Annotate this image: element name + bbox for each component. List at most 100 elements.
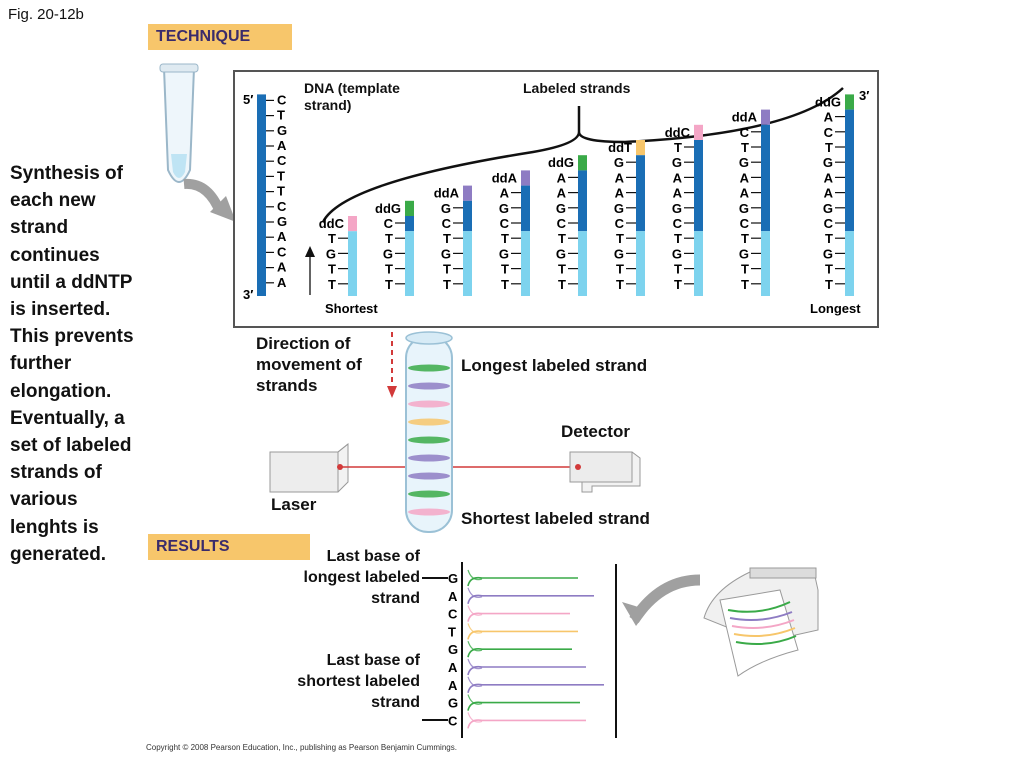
strand-base: A [740, 170, 750, 185]
peak-shoulder [467, 605, 483, 616]
strand-base: C [557, 216, 567, 231]
copyright: Copyright © 2008 Pearson Education, Inc.… [146, 743, 457, 752]
strand-base: G [441, 246, 451, 261]
peak-shoulder [467, 658, 483, 670]
result-base: C [448, 713, 458, 728]
peak-trace [467, 612, 570, 622]
strand-base: G [499, 201, 509, 216]
gel-top [405, 331, 453, 345]
strand-base: T [385, 231, 393, 246]
strand-dark-segment [845, 109, 854, 232]
strand-base: T [501, 231, 509, 246]
peak-shoulder [467, 569, 483, 581]
strand-base: G [739, 155, 749, 170]
strand-base: T [674, 140, 682, 155]
strand-base: T [443, 277, 451, 292]
strand-base: T [385, 262, 393, 277]
dd-tip [405, 200, 414, 216]
peak-trace [467, 576, 578, 587]
strand-base: T [558, 262, 566, 277]
strand-base: T [674, 262, 682, 277]
gel-band [408, 454, 450, 462]
printer-icon [622, 567, 819, 677]
result-base: A [448, 660, 458, 675]
detector-label: Detector [561, 422, 630, 441]
strand-base: G [672, 246, 682, 261]
technique-header: TECHNIQUE [148, 24, 292, 50]
strand-dark-segment [521, 185, 530, 232]
dd-tip [463, 185, 472, 201]
peak-shoulder [467, 623, 483, 634]
template-base: A [277, 138, 287, 153]
peak-trace [467, 648, 572, 658]
dd-tip [694, 124, 703, 140]
strand-dark-segment [761, 124, 770, 232]
ddntp-label: ddA [434, 186, 460, 201]
gel-band [408, 400, 450, 408]
gel-band [408, 508, 450, 516]
strand-base: T [674, 231, 682, 246]
peak-trace [467, 630, 578, 640]
strand-base: G [326, 246, 336, 261]
labeled-strands-label: Labeled strands [523, 80, 631, 96]
peak-trace [467, 683, 604, 693]
strand-dark-segment [578, 170, 587, 232]
template-base: A [277, 260, 287, 275]
strand-base: A [824, 170, 834, 185]
dd-tip [636, 140, 645, 156]
last-base-longest-label: Last base of longest labeled strand [303, 548, 420, 607]
strand-base: G [823, 246, 833, 261]
gel-band [408, 364, 450, 372]
result-base: C [448, 607, 458, 622]
strand-base: C [384, 216, 394, 231]
strand-base: C [740, 125, 750, 140]
strand-base: T [825, 231, 833, 246]
ddntp-label: ddG [375, 201, 401, 216]
template-base: C [277, 153, 287, 168]
last-base-shortest-label: Last base of shortest labeled strand [297, 652, 420, 711]
strand-base: C [824, 125, 834, 140]
labeled-strands-brace [321, 87, 844, 223]
peak-shoulder [467, 676, 483, 687]
strand-base: G [672, 201, 682, 216]
strand-base: T [825, 140, 833, 155]
strand-base: C [615, 216, 625, 231]
strand-base: T [616, 277, 624, 292]
strand-base: T [443, 231, 451, 246]
template-strand-bar [257, 94, 266, 297]
dd-tip [578, 155, 587, 171]
peak-shoulder [467, 641, 483, 652]
strand-light-segment [578, 231, 587, 296]
strand-light-segment [521, 231, 530, 296]
strand-base: A [615, 186, 625, 201]
strand-base: C [442, 216, 452, 231]
strand-base: G [383, 246, 393, 261]
strand-base: C [673, 216, 683, 231]
peak-trace [467, 719, 586, 729]
strand-base: T [328, 262, 336, 277]
strand-base: T [501, 277, 509, 292]
strand-base: G [556, 246, 566, 261]
strand-light-segment [845, 231, 854, 296]
strand-base: G [556, 201, 566, 216]
strand-base: A [824, 186, 834, 201]
strand-light-segment [405, 231, 414, 296]
strand-base: A [615, 170, 625, 185]
strand-base: A [673, 186, 683, 201]
strand-base: C [500, 216, 510, 231]
template-base: A [277, 229, 287, 244]
strand-base: T [328, 277, 336, 292]
strand-base: G [614, 246, 624, 261]
peak-trace [467, 665, 586, 676]
strand-base: A [557, 170, 567, 185]
template-base: G [277, 123, 287, 138]
template-base: A [277, 275, 287, 290]
shortest-labeled-strand-label: Shortest labeled strand [461, 509, 650, 528]
strand-dark-segment [405, 216, 414, 232]
strand-base: T [558, 231, 566, 246]
strand-base: A [557, 186, 567, 201]
strand-base: T [741, 140, 749, 155]
strand-dark-segment [694, 140, 703, 232]
strand-base: T [825, 277, 833, 292]
peak-shoulder [467, 587, 483, 598]
